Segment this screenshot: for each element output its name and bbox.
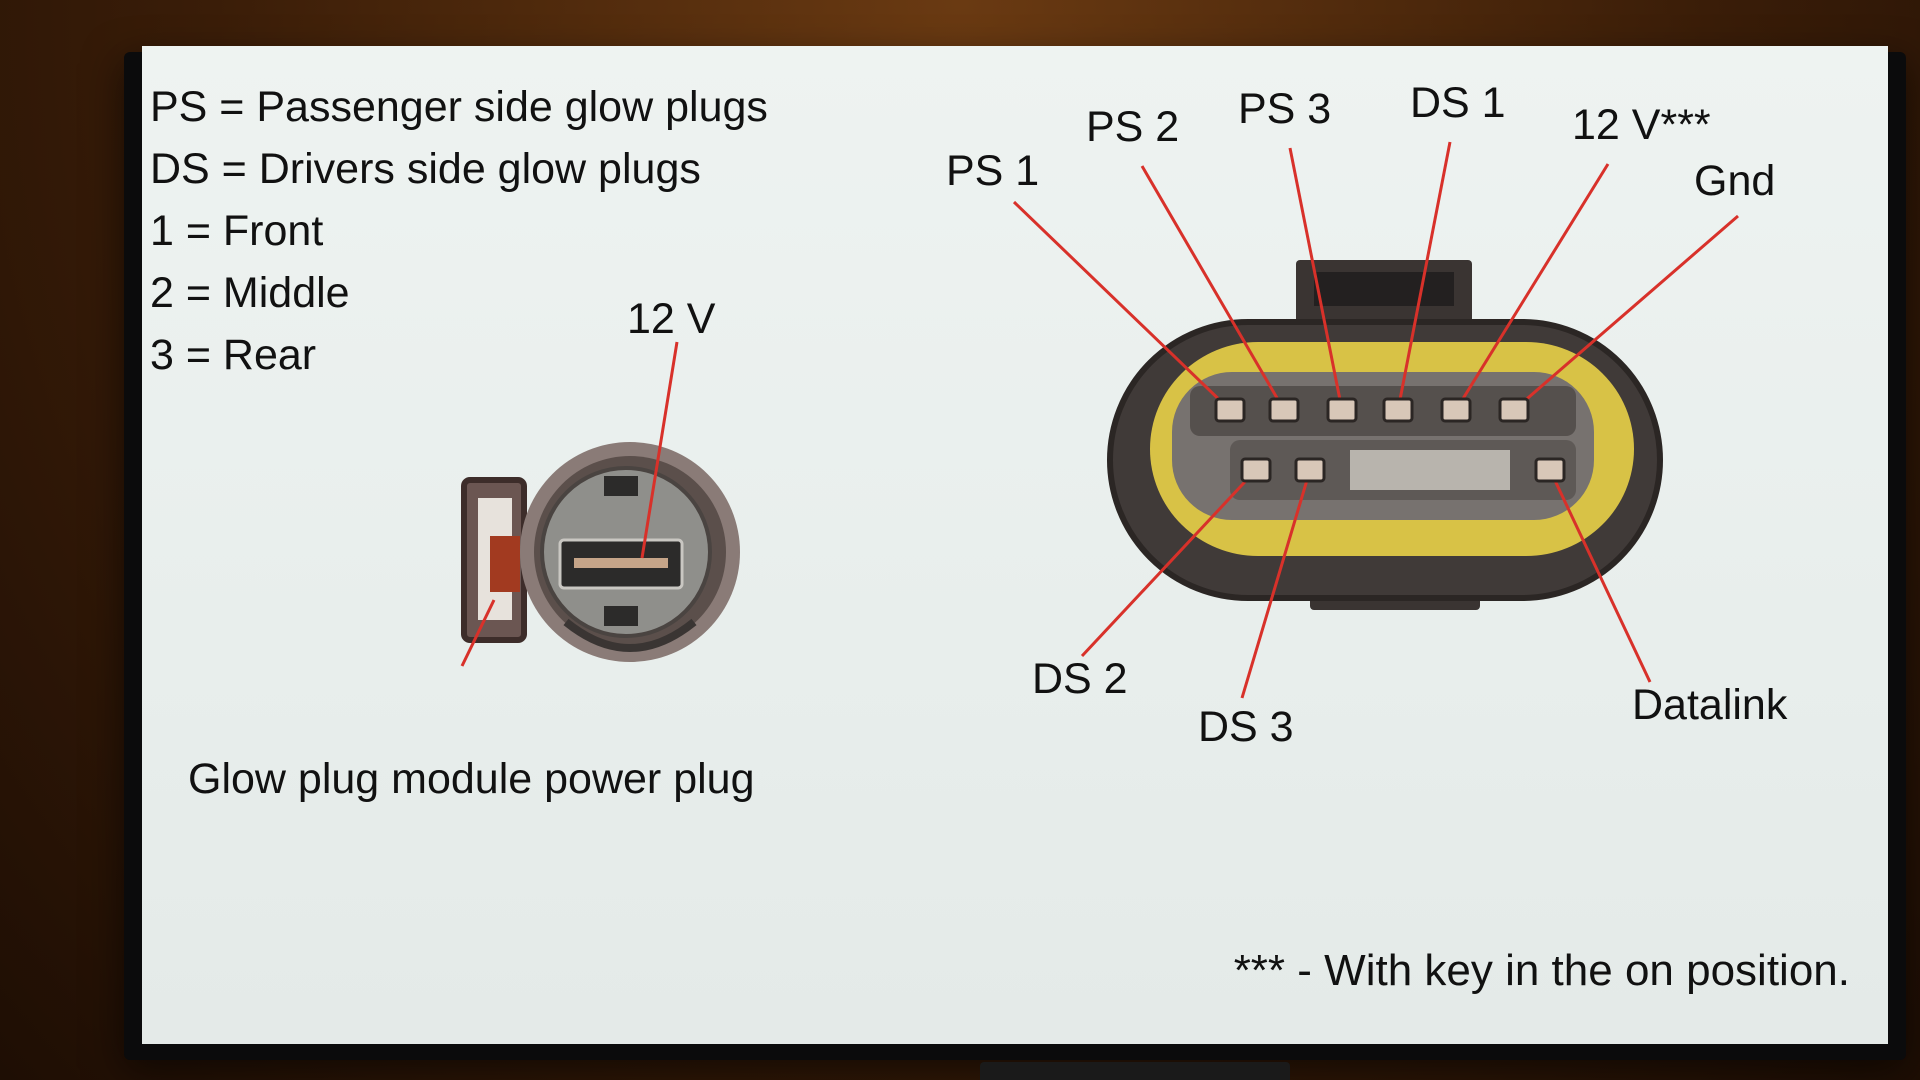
slide-screen: PS = Passenger side glow plugs DS = Driv… xyxy=(142,46,1888,1044)
label-gnd: Gnd xyxy=(1694,157,1776,205)
glow-plug-power-plug xyxy=(461,442,740,662)
label-power-plug-caption: Glow plug module power plug xyxy=(188,755,755,803)
label-12v-power: 12 V xyxy=(627,295,716,343)
leader-datalink xyxy=(1548,469,1652,683)
connector-pins xyxy=(1214,397,1566,483)
legend-line-front: 1 = Front xyxy=(150,207,324,255)
connector-diagram xyxy=(460,141,1739,699)
legend-line-ds: DS = Drivers side glow plugs xyxy=(150,145,701,193)
label-ps1: PS 1 xyxy=(946,147,1040,195)
leader-12v-key-on xyxy=(1454,163,1610,411)
pin-ps2 xyxy=(1268,397,1300,423)
leader-ps2 xyxy=(1140,165,1286,411)
label-ps3: PS 3 xyxy=(1238,85,1332,133)
label-12v-key-on: 12 V*** xyxy=(1572,101,1711,149)
legend: PS = Passenger side glow plugs DS = Driv… xyxy=(150,76,768,386)
pin-ds1 xyxy=(1382,397,1414,423)
leader-ds2 xyxy=(1080,468,1258,658)
pin-ps3 xyxy=(1326,397,1358,423)
leader-lines xyxy=(460,141,1739,699)
pin-ds3 xyxy=(1294,457,1326,483)
glow-plug-module-connector xyxy=(1107,260,1663,610)
leader-ps1 xyxy=(1012,200,1232,412)
leader-ds3 xyxy=(1240,469,1312,699)
leader-ds1 xyxy=(1396,141,1452,411)
leader-gnd xyxy=(1513,214,1739,412)
pin-datalink xyxy=(1534,457,1566,483)
tv-stand xyxy=(980,1062,1290,1080)
legend-line-ps: PS = Passenger side glow plugs xyxy=(150,83,768,131)
label-ds3: DS 3 xyxy=(1198,703,1294,751)
pin-12v xyxy=(1440,397,1472,423)
leader-power-plug xyxy=(460,599,496,667)
label-datalink: Datalink xyxy=(1632,681,1788,729)
pin-gnd xyxy=(1498,397,1530,423)
leader-12v-power xyxy=(640,341,679,559)
leader-ps3 xyxy=(1288,147,1344,411)
pin-ps1 xyxy=(1214,397,1246,423)
legend-line-middle: 2 = Middle xyxy=(150,269,350,317)
legend-line-rear: 3 = Rear xyxy=(150,331,317,379)
label-ds2: DS 2 xyxy=(1032,655,1128,703)
label-ds1: DS 1 xyxy=(1410,79,1506,127)
pin-ds2 xyxy=(1240,457,1272,483)
label-ps2: PS 2 xyxy=(1086,103,1180,151)
footnote: *** - With key in the on position. xyxy=(1233,946,1850,995)
